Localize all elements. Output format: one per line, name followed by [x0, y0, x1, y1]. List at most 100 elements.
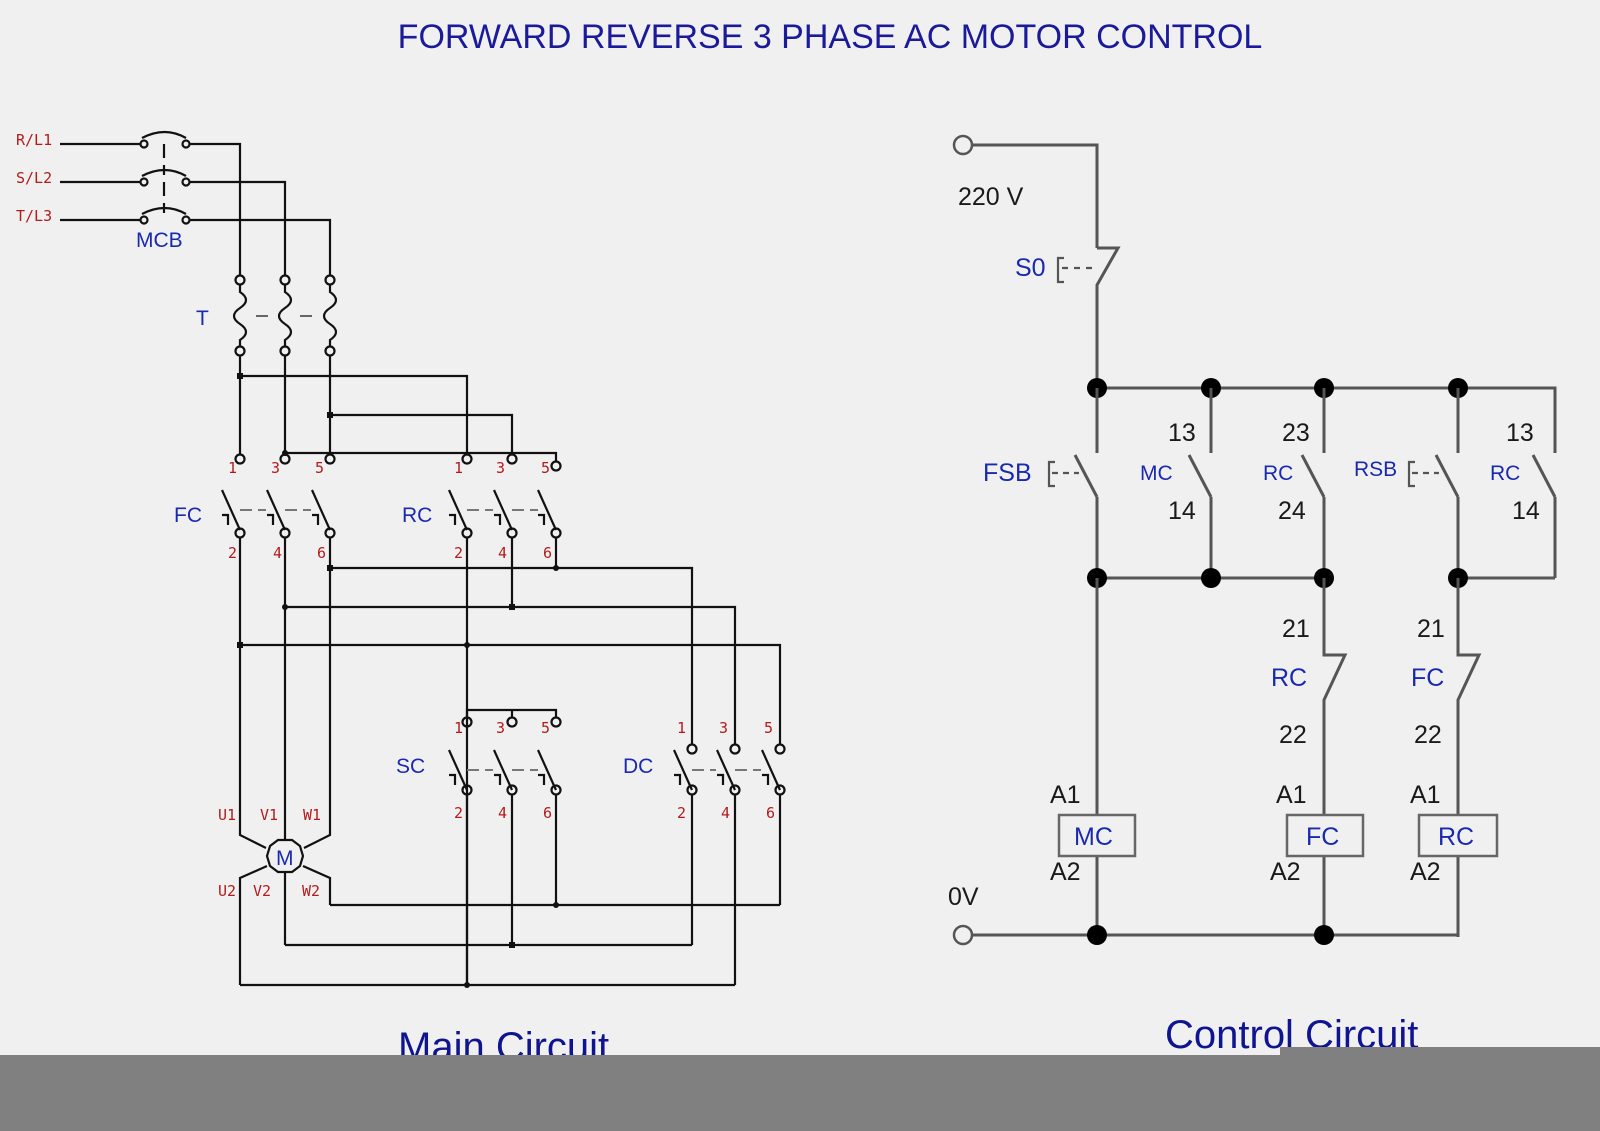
rc-interlock-label: RC: [1271, 664, 1307, 692]
bottom-bus-junctions: [1087, 925, 1334, 945]
rc-aux-contact-23-label: RC: [1263, 462, 1293, 485]
rc-terminal-2: 2: [454, 544, 463, 562]
rc-coil-label: RC: [1438, 823, 1474, 851]
rc-coil-a1: A1: [1410, 781, 1441, 809]
rc-terminal-1: 1: [454, 459, 463, 477]
rc-aux-contact-13-label: RC: [1490, 462, 1520, 485]
fc-interlock-label: FC: [1411, 664, 1444, 692]
rc-aux-terminal-14: 14: [1512, 497, 1540, 525]
dc-terminal-1: 1: [677, 719, 686, 737]
supply-voltage-label: 220 V: [958, 183, 1024, 211]
mc-coil-icon: [1057, 813, 1137, 858]
sc-terminal-5: 5: [541, 719, 550, 737]
bottom-bus: [972, 930, 1460, 937]
fc-coil-label: FC: [1306, 823, 1339, 851]
supply-line-l3-label: T/L3: [16, 207, 52, 225]
rc-coil-icon: [1417, 813, 1499, 858]
bottom-overlay-bar: [0, 1055, 1600, 1131]
main-circuit: R/L1 S/L2 T/L3 MCB T: [16, 130, 786, 1069]
rc-aux-terminal-24: 24: [1278, 497, 1306, 525]
motor-icon: [238, 815, 332, 985]
sc-terminal-2: 2: [454, 804, 463, 822]
diagram-title: FORWARD REVERSE 3 PHASE AC MOTOR CONTROL: [397, 18, 1263, 56]
control-circuit: 220 V S0 FSB 13 MC 14 23 RC: [948, 134, 1557, 1057]
stop-button-label: S0: [1015, 254, 1046, 282]
rc-aux-terminal-13: 13: [1506, 419, 1534, 447]
rc-interlock-terminal-21: 21: [1282, 615, 1310, 643]
dc-terminal-2: 2: [677, 804, 686, 822]
sc-terminal-3: 3: [496, 719, 505, 737]
supply-terminal-icon: [952, 134, 974, 156]
supply-wire: [972, 143, 1099, 248]
mcb-label: MCB: [136, 229, 183, 252]
mc-aux-contact-icon: [1187, 388, 1213, 578]
overload-output-wires: [238, 356, 332, 455]
motor-terminal-w1: W1: [303, 806, 321, 824]
rc-aux-contact-23-icon: [1300, 388, 1326, 578]
sc-terminal-4: 4: [498, 804, 507, 822]
sc-terminal-1: 1: [454, 719, 463, 737]
contactor-sc-label: SC: [396, 755, 425, 778]
fc-interlock-terminal-22: 22: [1414, 721, 1442, 749]
fc-coil-a1: A1: [1276, 781, 1307, 809]
contactor-fc-icon: [220, 453, 336, 539]
fc-terminal-6: 6: [317, 544, 326, 562]
fc-interlock-nc-icon: [1456, 578, 1482, 937]
stop-button-s0-icon: [1056, 246, 1121, 388]
rc-terminal-4: 4: [498, 544, 507, 562]
contactor-rc-label: RC: [402, 504, 432, 527]
mc-aux-terminal-14: 14: [1168, 497, 1196, 525]
fc-terminal-5: 5: [315, 459, 324, 477]
dc-terminal-5: 5: [764, 719, 773, 737]
fc-terminal-4: 4: [273, 544, 282, 562]
fc-coil-icon: [1285, 813, 1365, 858]
rc-feed-wires: [240, 374, 558, 462]
motor-feed-wires: [237, 538, 782, 985]
mcb-breaker-icon: [139, 130, 191, 225]
rc-aux-contact-13-icon: [1531, 400, 1557, 578]
forward-start-button-icon: [1047, 388, 1099, 578]
sc-terminal-6: 6: [543, 804, 552, 822]
rc-coil-a2: A2: [1410, 858, 1441, 886]
contactor-rc-icon: [447, 453, 562, 539]
contactor-dc-icon: [672, 743, 786, 796]
supply-line-l2-label: S/L2: [16, 169, 52, 187]
ground-voltage-label: 0V: [948, 883, 979, 911]
fc-coil-a2: A2: [1270, 858, 1301, 886]
overload-label: T: [196, 307, 209, 330]
motor-return-wires: [240, 795, 782, 988]
rc-interlock-nc-icon: [1322, 578, 1348, 937]
rc-aux-terminal-23: 23: [1282, 419, 1310, 447]
motor-terminal-u1: U1: [218, 806, 236, 824]
mc-aux-terminal-13: 13: [1168, 419, 1196, 447]
motor-terminal-v1: V1: [260, 806, 278, 824]
dc-terminal-4: 4: [721, 804, 730, 822]
fc-interlock-terminal-21: 21: [1417, 615, 1445, 643]
rc-terminal-5: 5: [541, 459, 550, 477]
contactor-fc-label: FC: [174, 504, 202, 527]
bottom-overlay-bar-right: [1280, 1047, 1600, 1057]
fc-terminal-1: 1: [228, 459, 237, 477]
rc-terminal-6: 6: [543, 544, 552, 562]
supply-line-l1-label: R/L1: [16, 131, 52, 149]
mc-coil-a2: A2: [1050, 858, 1081, 886]
forward-start-button-label: FSB: [983, 459, 1032, 487]
rc-interlock-terminal-22: 22: [1279, 721, 1307, 749]
rc-terminal-3: 3: [496, 459, 505, 477]
reverse-start-button-icon: [1407, 388, 1460, 578]
reverse-start-button-label: RSB: [1354, 458, 1397, 481]
fc-terminal-3: 3: [271, 459, 280, 477]
motor-terminal-v2: V2: [253, 882, 271, 900]
fc-terminal-2: 2: [228, 544, 237, 562]
motor-terminal-u2: U2: [218, 882, 236, 900]
dc-terminal-6: 6: [766, 804, 775, 822]
dc-terminal-3: 3: [719, 719, 728, 737]
contactor-sc-icon: [447, 708, 562, 796]
overload-relay-icon: [232, 274, 338, 357]
mc-coil-a1: A1: [1050, 781, 1081, 809]
mcb-output-wires: [190, 142, 332, 275]
supply-wires: [60, 142, 140, 222]
mc-coil-label: MC: [1074, 823, 1113, 851]
motor-terminal-w2: W2: [302, 882, 320, 900]
